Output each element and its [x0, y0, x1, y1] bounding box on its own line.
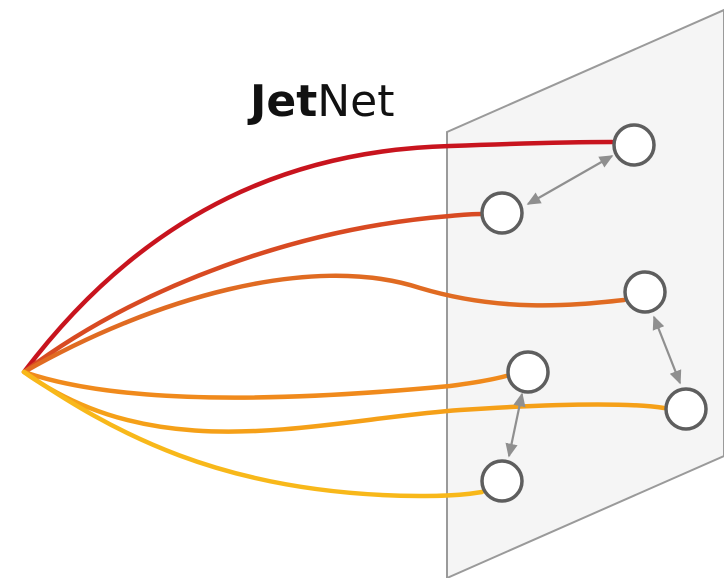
- node-relations: [505, 155, 682, 458]
- node-3: [623, 270, 667, 314]
- particle-tracks: [21, 139, 667, 499]
- particle-track-4: [21, 369, 509, 400]
- relation-arrow-1: [526, 155, 614, 205]
- node-2: [480, 191, 524, 235]
- particle-track-3: [21, 273, 627, 375]
- particle-track-1: [21, 139, 615, 375]
- particle-track-6: [21, 369, 485, 499]
- jetnet-title-bold: Jet: [247, 76, 317, 127]
- particle-track-2: [21, 211, 485, 375]
- node-4: [506, 350, 550, 394]
- relation-arrow-2: [652, 315, 682, 385]
- nodes: [480, 123, 708, 503]
- jetnet-title: JetNet: [247, 76, 395, 127]
- relation-arrow-3: [505, 392, 526, 458]
- node-5: [664, 387, 708, 431]
- particle-track-5: [21, 369, 667, 434]
- jetnet-title-regular: Net: [317, 76, 394, 127]
- node-1: [612, 123, 656, 167]
- node-6: [480, 459, 524, 503]
